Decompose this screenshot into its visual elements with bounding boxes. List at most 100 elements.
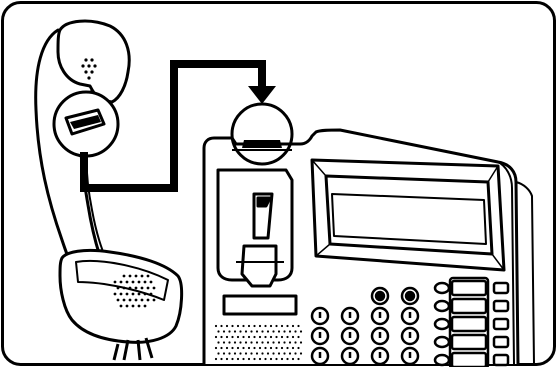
- grille-dot: [138, 281, 141, 284]
- speaker-dot: [272, 352, 274, 354]
- speaker-dot: [261, 352, 263, 354]
- grille-dot: [120, 293, 123, 296]
- speaker-dot: [228, 330, 230, 332]
- grille-dot: [129, 275, 132, 278]
- speaker-dot: [294, 352, 296, 354]
- speaker-dot: [231, 336, 233, 338]
- speaker-dot: [294, 341, 296, 343]
- speaker-dot: [292, 336, 294, 338]
- speaker-dot: [234, 341, 236, 343]
- speaker-dot: [253, 358, 255, 360]
- speaker-dot: [250, 352, 252, 354]
- speaker-dot: [270, 325, 272, 327]
- grille-dot: [144, 281, 147, 284]
- speaker-dot: [281, 347, 283, 349]
- grille-dot: [138, 293, 141, 296]
- speaker-dot: [292, 347, 294, 349]
- speaker-dot: [272, 330, 274, 332]
- grille-dot: [150, 281, 153, 284]
- grille-dot: [123, 299, 126, 302]
- speaker-dot: [245, 330, 247, 332]
- speaker-dot: [237, 325, 239, 327]
- speaker-dot: [283, 341, 285, 343]
- grille-dot: [150, 293, 153, 296]
- speaker-dot: [256, 341, 258, 343]
- grille-dot: [114, 293, 117, 296]
- function-key: [452, 299, 486, 313]
- grille-dot: [114, 281, 117, 284]
- speaker-dot: [300, 352, 302, 354]
- speaker-dot: [226, 325, 228, 327]
- speaker-dot: [278, 341, 280, 343]
- label-strip: [224, 296, 296, 314]
- speaker-dot: [270, 336, 272, 338]
- handset-callout: [54, 92, 118, 156]
- speaker-dot: [275, 347, 277, 349]
- speaker-dot: [242, 358, 244, 360]
- speaker-dot: [278, 352, 280, 354]
- function-led: [435, 283, 449, 293]
- grille-dot: [147, 299, 150, 302]
- speaker-dot: [226, 336, 228, 338]
- grille-dot: [132, 281, 135, 284]
- speaker-dot: [289, 352, 291, 354]
- function-key: [452, 317, 486, 331]
- grille-dot: [135, 299, 138, 302]
- speaker-dot: [281, 336, 283, 338]
- speaker-dot: [237, 358, 239, 360]
- speaker-dot: [239, 341, 241, 343]
- speaker-dot: [215, 347, 217, 349]
- grille-dot: [132, 293, 135, 296]
- grille-dot: [135, 287, 138, 290]
- speaker-dot: [264, 325, 266, 327]
- speaker-dot: [220, 325, 222, 327]
- speaker-dot: [300, 341, 302, 343]
- grille-dot: [120, 281, 123, 284]
- grille-dot: [117, 287, 120, 290]
- speaker-dot: [297, 347, 299, 349]
- grille-dot: [123, 287, 126, 290]
- function-led: [435, 301, 449, 311]
- function-key: [452, 281, 486, 295]
- speaker-dot: [281, 325, 283, 327]
- speaker-dot: [286, 336, 288, 338]
- speaker-dot: [259, 325, 261, 327]
- speaker-dot: [264, 347, 266, 349]
- grille-dot: [141, 287, 144, 290]
- function-led: [435, 319, 449, 329]
- speaker-dot: [215, 325, 217, 327]
- speaker-dot: [289, 341, 291, 343]
- speaker-dot: [261, 330, 263, 332]
- speaker-dot: [248, 358, 250, 360]
- speaker-dot: [223, 330, 225, 332]
- base-hook-slot: [242, 140, 282, 148]
- speaker-dot: [267, 352, 269, 354]
- speaker-dot: [220, 358, 222, 360]
- speaker-dot: [250, 341, 252, 343]
- speaker-dot: [215, 336, 217, 338]
- grille-dot: [153, 299, 156, 302]
- speaker-dot: [292, 358, 294, 360]
- speaker-dot: [275, 358, 277, 360]
- keypad-key-dot: [406, 292, 414, 300]
- grille-dot: [132, 305, 135, 308]
- grille-dot: [120, 305, 123, 308]
- speaker-dot: [231, 358, 233, 360]
- speaker-dot: [220, 347, 222, 349]
- speaker-dot: [297, 336, 299, 338]
- speaker-dot: [239, 352, 241, 354]
- grille-dot: [129, 287, 132, 290]
- speaker-dot: [270, 358, 272, 360]
- speaker-dot: [286, 358, 288, 360]
- grille-dot: [144, 305, 147, 308]
- speaker-dot: [228, 352, 230, 354]
- function-key-small: [494, 319, 508, 329]
- speaker-dot: [223, 352, 225, 354]
- function-key-small: [494, 337, 508, 347]
- speaker-dot: [297, 325, 299, 327]
- speaker-dot: [286, 347, 288, 349]
- speaker-dot: [237, 336, 239, 338]
- speaker-dot: [259, 347, 261, 349]
- speaker-dot: [289, 330, 291, 332]
- speaker-dot: [242, 325, 244, 327]
